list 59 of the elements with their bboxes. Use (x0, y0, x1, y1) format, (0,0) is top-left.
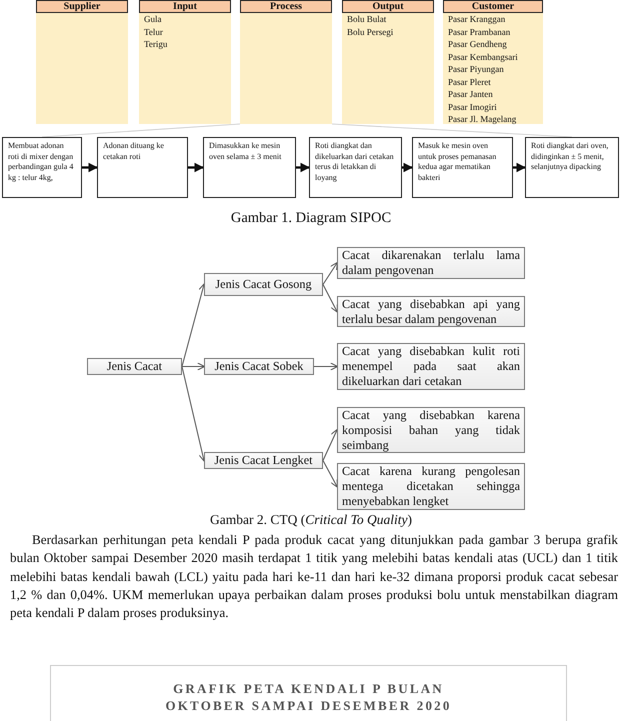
list-item: Pasar Gendheng (447, 38, 508, 50)
list-item: Pasar Prambanan (447, 26, 512, 38)
column-header: Supplier (36, 0, 128, 13)
column-header: Input (139, 0, 231, 13)
input-column (139, 0, 231, 124)
figure-caption: Gambar 2. CTQ (Critical To Quality) (209, 512, 413, 528)
process-box: Adonan dituang ke cetakan roti (97, 137, 188, 198)
list-item: Gula (143, 13, 162, 26)
list-item: Pasar Kranggan (447, 13, 506, 26)
process-column (240, 0, 332, 124)
list-item: Pasar Piyungan (447, 63, 505, 76)
column-header: Output (342, 0, 434, 13)
list-item: Telur (143, 26, 164, 38)
process-box: Roti diangkat dari oven, didinginkan ± 5 menit, selanjutnya dipacking (525, 137, 619, 198)
list-item: Pasar Kembangsari (447, 50, 519, 63)
cause-box: Cacat dikarenakan terlalu lama dalam pengovenan (337, 247, 525, 279)
cause-box: Cacat karena kurang pengolesan mentega dicetakan sehingga menyebabkan lengket (337, 463, 525, 510)
list-item: Bolu Bulat (346, 13, 388, 26)
cause-box: Cacat yang disebabkan api yang terlalu besar dalam pengovenan (337, 296, 525, 327)
arrow (402, 162, 413, 172)
process-box: Dimasukkan ke mesin oven selama ± 3 menit (203, 137, 296, 198)
process-box: Membuat adonan roti di mixer dengan perbandingan gula 4 kg : telur 4kg, (2, 137, 82, 198)
cause-box: Cacat yang disebabkan karena komposisi bahan yang tidak seimbang (337, 407, 525, 453)
arrow (188, 162, 204, 172)
guide-line (42, 124, 240, 138)
column-header: Process (240, 0, 332, 13)
list-item: Bolu Persegi (346, 26, 394, 38)
arrow (513, 162, 526, 172)
supplier-column (36, 0, 128, 124)
list-item: Pasar Imogiri (447, 100, 498, 113)
list-item: Pasar Janten (447, 88, 494, 100)
output-column (342, 0, 434, 124)
list-item: Pasar Pleret (447, 76, 492, 88)
root-box: Jenis Cacat (87, 358, 182, 375)
column-header: Customer (443, 0, 543, 13)
body-paragraph: Berdasarkan perhitungan peta kendali P pada produk cacat yang ditunjukkan pada gambar 3 berupa grafik bulan Oktober sampai Desember 2020 masih terdapat 1 titik yang melebihi batas kendali atas (UCL) dan 1 titik melebihi batas kendali bawah (LCL) yaitu pada hari ke-11 dan hari ke-32 dimana proporsi produk cacat sebesar 1,2 % dan 0,04%. UKM memerlukan upaya perbaikan dalam proses produksi bolu untuk menstabilkan diagram peta kendali P dalam proses produksinya. (10, 531, 618, 622)
chart-title: GRAFIK PETA KENDALI P BULAN OKTOBER SAMPAI DESEMBER 2020 (164, 680, 453, 714)
category-box: Jenis Cacat Lengket (204, 452, 323, 469)
arrow (182, 366, 206, 462)
arrow (322, 460, 338, 488)
list-item: Terigu (143, 38, 168, 50)
category-box: Jenis Cacat Gosong (204, 273, 323, 296)
arrow (182, 362, 206, 370)
category-box: Jenis Cacat Sobek (204, 358, 314, 375)
arrow (322, 262, 338, 285)
chart-frame (50, 665, 567, 721)
arrow (322, 428, 338, 461)
figure-caption: Gambar 1. Diagram SIPOC (230, 210, 392, 227)
arrow (182, 283, 206, 367)
cause-box: Cacat yang disebabkan kulit roti menempel pada saat akan dikeluarkan dari cetakan (337, 343, 525, 390)
guide-line (332, 124, 572, 138)
customer-column (443, 0, 543, 124)
process-box: Masuk ke mesin oven untuk proses pemanasan kedua agar mematikan bakteri (412, 137, 513, 198)
arrow (322, 284, 338, 313)
arrow (296, 162, 310, 172)
arrow (82, 162, 98, 172)
process-box: Roti diangkat dan dikeluarkan dari cetakan terus di letakkan di loyang (309, 137, 402, 198)
list-item: Pasar Jl. Magelang (447, 113, 518, 126)
arrow (314, 362, 338, 370)
